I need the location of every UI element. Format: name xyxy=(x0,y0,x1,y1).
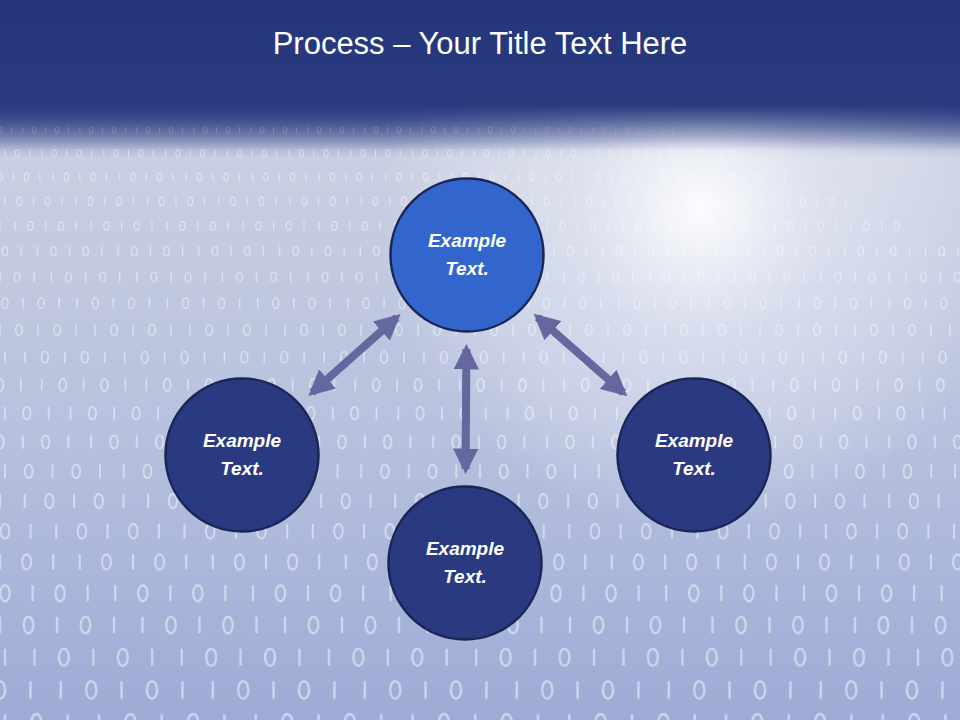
double-arrow xyxy=(538,317,624,393)
circle-outline xyxy=(164,377,320,533)
node-label: Example Text. xyxy=(411,227,523,284)
double-arrow xyxy=(312,317,396,392)
circle-outline xyxy=(387,485,543,641)
process-circle: Example Text. xyxy=(387,485,543,641)
node-label: Example Text. xyxy=(638,427,750,484)
slide-title: Process – Your Title Text Here xyxy=(273,26,688,62)
process-circle: Example Text. xyxy=(389,177,545,333)
process-circle: Example Text. xyxy=(616,377,772,533)
node-label: Example Text. xyxy=(409,535,521,592)
node-label: Example Text. xyxy=(186,427,298,484)
double-arrow xyxy=(462,349,471,469)
circle-outline xyxy=(616,377,772,533)
process-circle: Example Text. xyxy=(164,377,320,533)
title-bar: Process – Your Title Text Here xyxy=(0,0,960,88)
circle-outline xyxy=(389,177,545,333)
